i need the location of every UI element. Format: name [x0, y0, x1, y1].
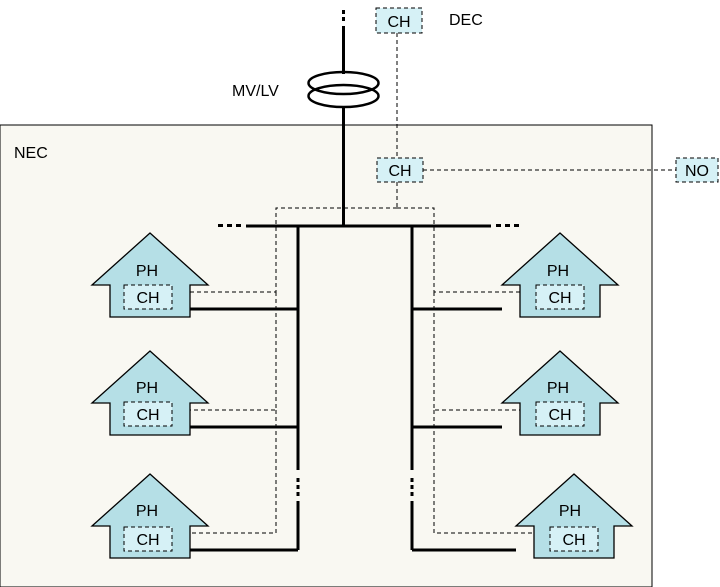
house-ch-label: CH [548, 290, 571, 307]
house-icon: PH CH [514, 473, 634, 559]
house-ph-label: PH [547, 380, 569, 397]
comm-bus-left [190, 207, 397, 534]
dec-ch-box [375, 7, 423, 34]
house-icon: PH CH [90, 232, 210, 318]
house-ch-label: CH [548, 407, 571, 424]
house-ph-label: PH [136, 380, 158, 397]
house-ph-label: PH [136, 503, 158, 520]
transformer-icon [307, 70, 380, 109]
no-box [675, 157, 719, 183]
bus-continuation-right [496, 224, 519, 227]
house-ph-label: PH [559, 503, 581, 520]
nec-ch-label: CH [388, 163, 411, 180]
house-ph-label: PH [136, 263, 158, 280]
feeder-right-continuation [410, 478, 414, 496]
dec-label: DEC [449, 12, 483, 29]
nec-label: NEC [14, 145, 48, 162]
feeder-left-continuation [296, 478, 300, 496]
nec-ch-box [376, 157, 424, 183]
comm-bus-right [397, 207, 550, 534]
bus-continuation-left [218, 224, 241, 227]
house-icon: PH CH [500, 232, 620, 318]
house-ph-label: PH [547, 263, 569, 280]
house-ch-label: CH [136, 532, 159, 549]
house-ch-label: CH [136, 407, 159, 424]
house-ch-label: CH [562, 532, 585, 549]
house-ch-label: CH [136, 290, 159, 307]
house-icon: PH CH [90, 350, 210, 436]
house-icon: PH CH [90, 473, 210, 559]
mv-line-continuation [342, 10, 345, 21]
no-label: NO [685, 163, 709, 180]
dec-ch-label: CH [387, 14, 410, 31]
transformer-label: MV/LV [232, 83, 279, 100]
house-icon: PH CH [500, 350, 620, 436]
